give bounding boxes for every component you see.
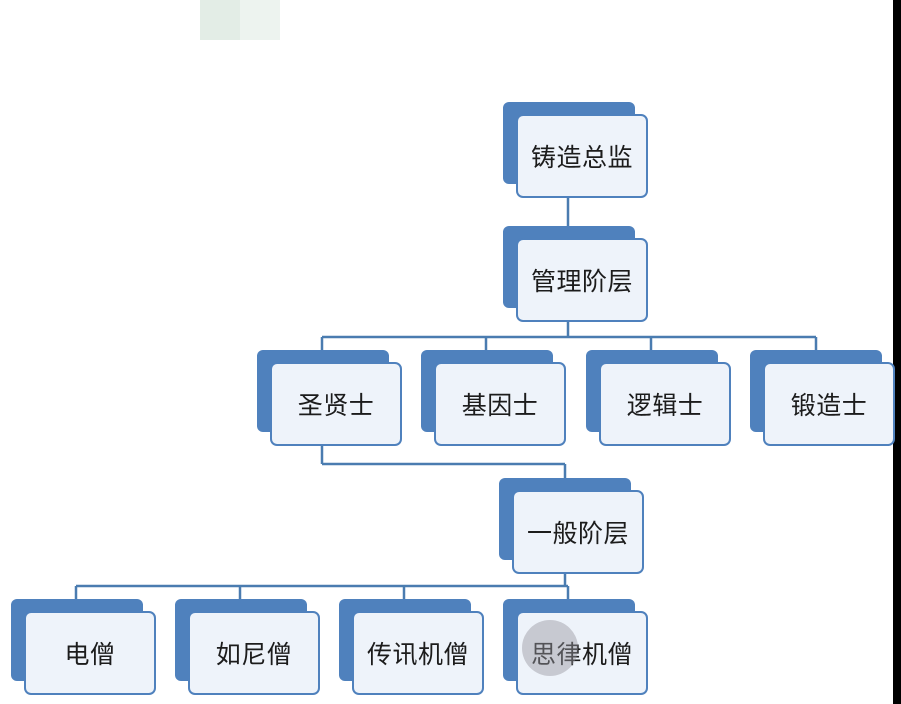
node-label: 一般阶层 (526, 519, 629, 548)
window-edge (893, 0, 901, 704)
node-face: 逻辑士 (599, 362, 731, 446)
node-label: 管理阶层 (530, 267, 633, 296)
node-label: 传讯机僧 (366, 640, 469, 669)
node-face: 电僧 (24, 611, 156, 695)
node-face: 铸造总监 (516, 114, 648, 198)
node-face: 管理阶层 (516, 238, 648, 322)
node-label: 如尼僧 (215, 640, 293, 669)
node-lexmechanic[interactable]: 思律机僧 (503, 599, 651, 697)
node-label: 思律机僧 (530, 640, 633, 669)
background-shape (200, 0, 280, 40)
node-general-tier[interactable]: 一般阶层 (499, 478, 647, 576)
node-label: 逻辑士 (626, 391, 704, 420)
node-face: 圣贤士 (270, 362, 402, 446)
node-foundry-director[interactable]: 铸造总监 (503, 102, 651, 200)
node-forgemaster[interactable]: 锻造士 (750, 350, 898, 448)
node-transmechanic[interactable]: 传讯机僧 (339, 599, 487, 697)
node-rune-priest[interactable]: 如尼僧 (175, 599, 323, 697)
node-geneticist[interactable]: 基因士 (421, 350, 569, 448)
node-sage[interactable]: 圣贤士 (257, 350, 405, 448)
node-face: 传讯机僧 (352, 611, 484, 695)
node-label: 电僧 (64, 640, 116, 669)
node-label: 圣贤士 (297, 391, 375, 420)
node-face: 基因士 (434, 362, 566, 446)
node-face: 一般阶层 (512, 490, 644, 574)
node-face: 锻造士 (763, 362, 895, 446)
node-electro-priest[interactable]: 电僧 (11, 599, 159, 697)
cursor-indicator (522, 620, 578, 676)
node-label: 铸造总监 (530, 143, 633, 172)
node-label: 锻造士 (790, 391, 868, 420)
node-label: 基因士 (461, 391, 539, 420)
node-face: 思律机僧 (516, 611, 648, 695)
node-logician[interactable]: 逻辑士 (586, 350, 734, 448)
node-management-tier[interactable]: 管理阶层 (503, 226, 651, 324)
node-face: 如尼僧 (188, 611, 320, 695)
